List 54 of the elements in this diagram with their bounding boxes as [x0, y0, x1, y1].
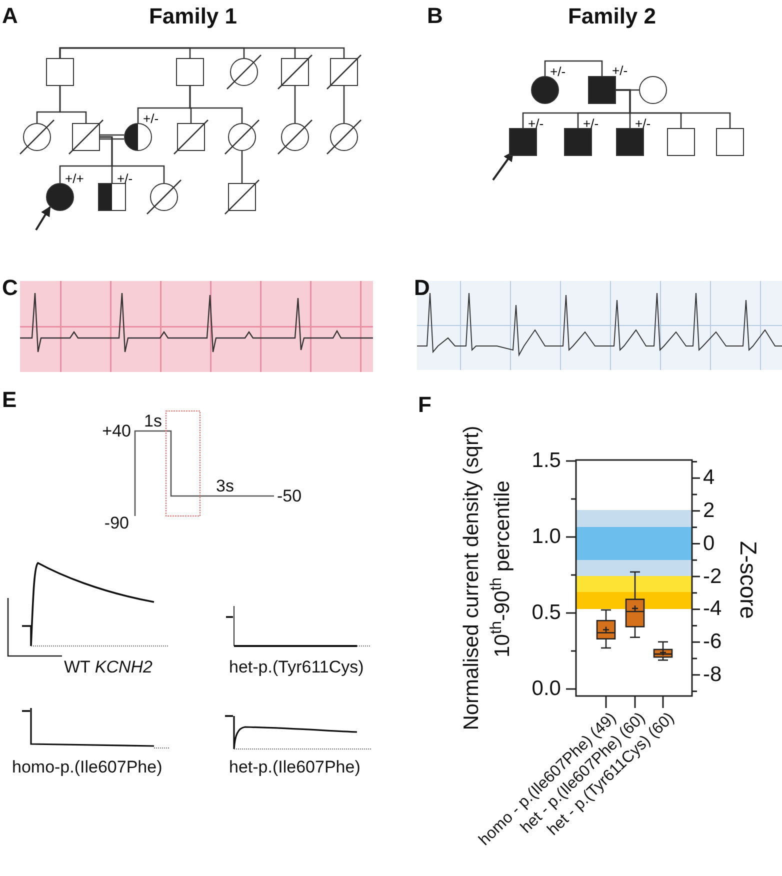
- trace-caption: homo-p.(Ile607Phe): [12, 756, 162, 778]
- trace-caption: WT KCNH2: [64, 656, 152, 678]
- tick-label: -4: [703, 596, 722, 622]
- tick-label: 2: [703, 498, 715, 524]
- pedigree-line: [59, 47, 345, 58]
- genotype-label: +/-: [583, 117, 599, 130]
- genotype-label: +/-: [550, 65, 566, 78]
- genotype-label: +/-: [635, 117, 651, 130]
- tick-label: 1.0: [532, 524, 561, 550]
- tick-label: 4: [703, 464, 715, 491]
- pedigree-square: [667, 128, 695, 156]
- duration-label: 1s: [144, 410, 162, 432]
- panel-label: A: [2, 2, 18, 30]
- pedigree-line: [294, 86, 296, 123]
- tick-label: -2: [703, 563, 722, 590]
- pedigree-title: Family 1: [148, 2, 238, 30]
- voltage-label: +40: [102, 420, 131, 442]
- voltage-label: -90: [104, 512, 129, 534]
- pedigree-square: [176, 58, 204, 86]
- tick-label: -8: [703, 662, 722, 688]
- voltage-label: -50: [277, 485, 302, 507]
- genotype-label: +/-: [117, 172, 133, 185]
- pedigree-title: Family 2: [568, 2, 656, 30]
- panel-label: B: [427, 2, 443, 30]
- tick-label: 0.5: [532, 600, 561, 626]
- pedigree-line: [99, 134, 125, 140]
- pedigree-line: [189, 86, 243, 123]
- arrow: [492, 151, 514, 181]
- trace-caption: het-p.(Ile607Phe): [229, 756, 360, 778]
- genotype-label: +/-: [528, 117, 544, 130]
- pedigree-square: [716, 128, 744, 156]
- axis-title: Normalised current density (sqrt): [458, 426, 484, 730]
- arrow: [35, 206, 51, 231]
- panel-label: D: [414, 274, 430, 302]
- genotype-label: +/+: [65, 172, 84, 185]
- pedigree-line: [544, 60, 603, 76]
- pedigree-line: [241, 151, 243, 183]
- trace-caption: het-p.(Tyr611Cys): [229, 656, 364, 678]
- pedigree-line: [100, 136, 165, 183]
- panel-label: E: [2, 386, 17, 414]
- panel-label: F: [418, 391, 432, 418]
- axis-title: Z-score: [734, 541, 762, 619]
- pedigree-square: [46, 58, 74, 86]
- pedigree-line: [343, 86, 345, 123]
- pedigree-line: [59, 86, 87, 123]
- duration-label: 3s: [216, 475, 234, 497]
- panel-label: C: [2, 274, 18, 302]
- genotype-label: +/-: [143, 112, 159, 125]
- genotype-label: +/-: [612, 64, 628, 77]
- tick-label: 1.5: [532, 448, 561, 474]
- pedigree-line: [616, 89, 731, 128]
- tick-label: -6: [703, 628, 722, 655]
- tick-label: 0.0: [532, 676, 561, 702]
- tick-label: 0: [703, 530, 715, 557]
